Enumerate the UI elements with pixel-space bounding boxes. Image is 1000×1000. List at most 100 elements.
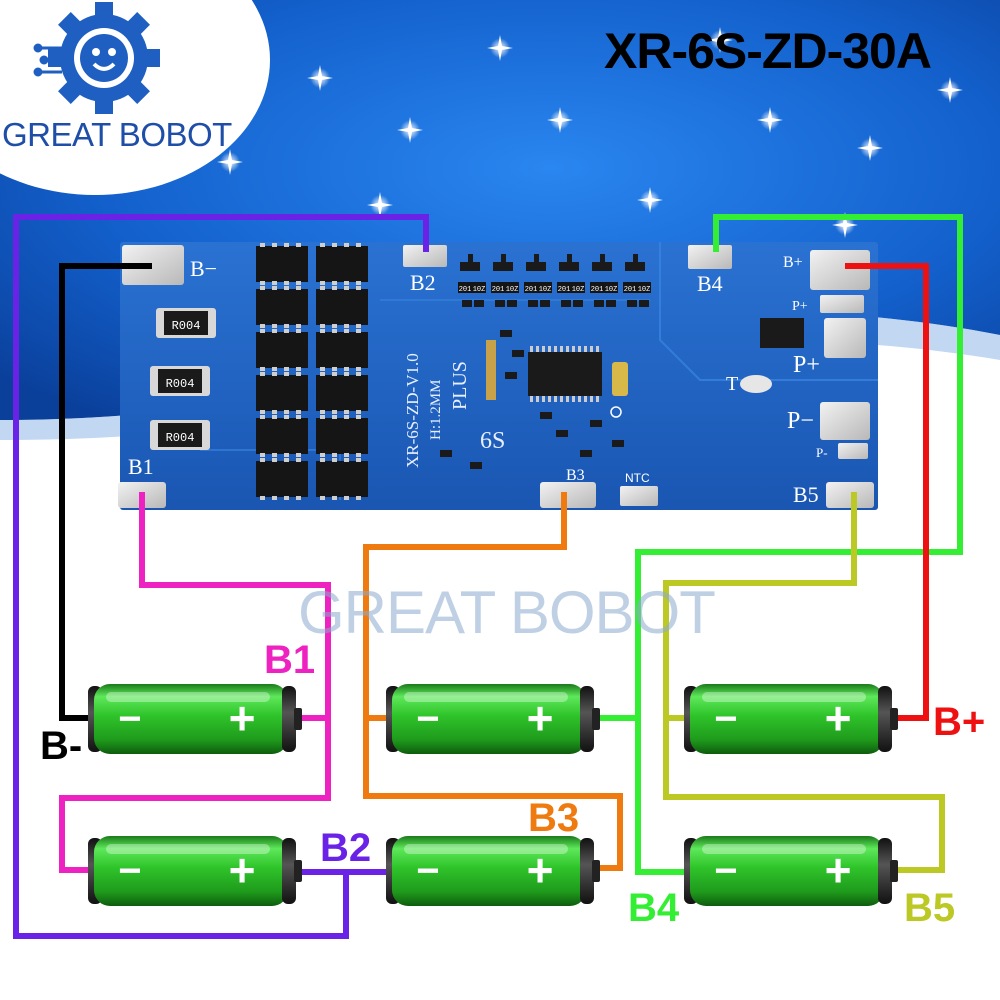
watermark: GREAT BOBOT — [298, 579, 716, 646]
battery-plus-sign: + — [229, 844, 256, 896]
wire-b4 — [635, 214, 963, 875]
star-icon — [547, 107, 573, 133]
smd-resistor: 10Z — [472, 282, 486, 294]
board-label-p-plus-small: P+ — [792, 299, 808, 314]
pad-p-plus-small — [820, 295, 864, 313]
battery-plus-sign: + — [527, 844, 554, 896]
svg-text:201: 201 — [492, 286, 505, 294]
smd-resistor: 10Z — [571, 282, 585, 294]
board-label-b4: B4 — [697, 271, 723, 296]
svg-text:201: 201 — [591, 286, 604, 294]
label-b1: B1 — [264, 638, 316, 682]
resistor-label: R004 — [166, 377, 195, 391]
pad-b4 — [688, 245, 732, 269]
board-model: XR-6S-ZD-V1.0 — [403, 353, 422, 468]
bms-ic — [528, 352, 602, 396]
svg-text:201: 201 — [558, 286, 571, 294]
svg-text:10Z: 10Z — [638, 286, 651, 294]
mosfet-chip — [316, 286, 368, 328]
board-label-b1: B1 — [128, 454, 154, 479]
mosfet-chip — [256, 243, 308, 285]
smd-resistor: 201 — [491, 282, 505, 294]
mosfet-chip — [316, 243, 368, 285]
label-b2: B2 — [320, 826, 372, 870]
mosfet-chip — [316, 415, 368, 457]
wire-b-minus — [59, 263, 152, 721]
battery-cells: −+−+−+−+−+−+ — [88, 684, 898, 906]
star-icon — [937, 77, 963, 103]
smd-resistor: 10Z — [505, 282, 519, 294]
battery-cell: −+ — [684, 836, 898, 906]
battery-minus-sign: − — [416, 697, 439, 741]
shunt-resistor: R004 — [156, 308, 216, 338]
smd-resistor: 10Z — [604, 282, 618, 294]
mosfet-chip — [256, 286, 308, 328]
battery-plus-sign: + — [229, 692, 256, 744]
battery-plus-sign: + — [527, 692, 554, 744]
svg-text:10Z: 10Z — [539, 286, 552, 294]
pad-b5 — [826, 482, 874, 508]
board-label-b5: B5 — [793, 482, 819, 507]
mosfet-small — [760, 318, 804, 348]
logo — [0, 0, 270, 195]
svg-text:10Z: 10Z — [572, 286, 585, 294]
wire-b1 — [59, 492, 331, 873]
shunt-resistor: R004 — [150, 366, 210, 396]
star-icon — [707, 27, 733, 53]
resistor-label: R004 — [172, 319, 201, 333]
svg-text:201: 201 — [459, 286, 472, 294]
svg-text:10Z: 10Z — [605, 286, 618, 294]
pad-ntc — [620, 486, 658, 506]
board-label-ntc: NTC — [625, 471, 650, 485]
smd-resistor: 10Z — [637, 282, 651, 294]
resistor-label: R004 — [166, 431, 195, 445]
star-icon — [397, 117, 423, 143]
shunt-resistor: R004 — [150, 420, 210, 450]
mosfet-array — [256, 243, 368, 500]
mosfet-chip — [256, 329, 308, 371]
board-label-p-plus: P+ — [793, 352, 820, 378]
svg-text:201: 201 — [624, 286, 637, 294]
battery-minus-sign: − — [118, 849, 141, 893]
battery-cell: −+ — [386, 836, 600, 906]
wire-b3 — [363, 492, 623, 871]
battery-plus-sign: + — [825, 692, 852, 744]
brand-name: GREAT BOBOT — [2, 116, 232, 153]
pad-p-minus — [820, 402, 870, 440]
board-series: 6S — [480, 428, 505, 454]
gear-icon — [48, 2, 160, 114]
star-icon — [367, 192, 393, 218]
svg-text:201: 201 — [525, 286, 538, 294]
smd-resistor: 201 — [524, 282, 538, 294]
star-icon — [307, 65, 333, 91]
label-b5: B5 — [904, 886, 956, 930]
mosfet-chip — [256, 372, 308, 414]
label-b-minus: B- — [40, 724, 83, 768]
pad-b-minus — [122, 245, 184, 285]
smd-resistor: 201 — [590, 282, 604, 294]
product-title: XR-6S-ZD-30A — [604, 23, 932, 79]
star-icon — [757, 107, 783, 133]
mosfet-chip — [316, 329, 368, 371]
wires — [13, 214, 963, 939]
battery-minus-sign: − — [714, 849, 737, 893]
wire-b5 — [663, 492, 945, 873]
board-label-b2: B2 — [410, 270, 436, 295]
pad-b2 — [403, 245, 447, 267]
board-label-b3: B3 — [566, 467, 585, 484]
pad-b3 — [540, 482, 596, 508]
board-label-b-minus: B− — [190, 256, 217, 281]
mosfet-chip — [256, 458, 308, 500]
svg-text:10Z: 10Z — [473, 286, 486, 294]
svg-text:10Z: 10Z — [506, 286, 519, 294]
pad-b-plus — [810, 250, 870, 290]
mosfet-chip — [256, 415, 308, 457]
smd-resistor: 201 — [557, 282, 571, 294]
battery-minus-sign: − — [118, 697, 141, 741]
smd-resistor: 201 — [623, 282, 637, 294]
battery-cell: −+ — [88, 684, 302, 754]
battery-plus-sign: + — [825, 844, 852, 896]
